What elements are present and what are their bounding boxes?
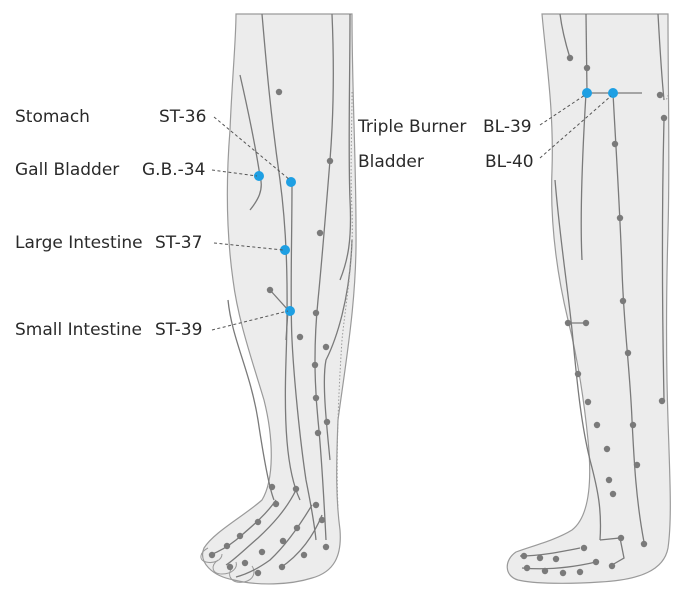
acupoint (630, 422, 636, 428)
triple-burner-label: Triple Burner (358, 117, 466, 137)
acupoint (575, 371, 581, 377)
acupoint (553, 556, 559, 562)
acupoint (297, 334, 303, 340)
acupoint (584, 65, 590, 71)
acupoint (269, 484, 275, 490)
acupoint (657, 92, 663, 98)
acupoint (319, 517, 325, 523)
acupoint (224, 543, 230, 549)
acupoint (293, 486, 299, 492)
acupoint (315, 430, 321, 436)
bl-40-label: BL-40 (485, 152, 534, 172)
acupoint (267, 287, 273, 293)
acupoint (327, 158, 333, 164)
acupoint (612, 141, 618, 147)
bl-40-point (608, 88, 618, 98)
acupoint (242, 560, 248, 566)
bl-39-label: BL-39 (483, 117, 532, 137)
acupoint (324, 419, 330, 425)
acupoint (567, 55, 573, 61)
acupoint (585, 399, 591, 405)
acupoint (301, 552, 307, 558)
acupoint (625, 350, 631, 356)
acupoint (641, 541, 647, 547)
st-39-label: ST-39 (155, 320, 202, 340)
acupoint (312, 362, 318, 368)
acupoint (659, 398, 665, 404)
acupoint (560, 570, 566, 576)
st-36-label: ST-36 (159, 107, 206, 127)
acupoint (620, 298, 626, 304)
acupoint (577, 569, 583, 575)
st-37-label: ST-37 (155, 233, 202, 253)
acupoint (661, 115, 667, 121)
acupoint (279, 564, 285, 570)
acupoint (313, 310, 319, 316)
acupoint (594, 422, 600, 428)
stomach-label: Stomach (15, 107, 90, 127)
acupoint (521, 553, 527, 559)
acupoint (604, 446, 610, 452)
gb-34-label: G.B.-34 (142, 160, 205, 180)
acupoint (617, 215, 623, 221)
acupoint (610, 491, 616, 497)
acupoint (583, 320, 589, 326)
acupoint (323, 544, 329, 550)
acupoint (273, 501, 279, 507)
gb-34-point (254, 171, 264, 181)
back-leg-silhouette (507, 14, 670, 583)
st-39-point (285, 306, 295, 316)
large-intestine-label: Large Intestine (15, 233, 143, 253)
acupoint (581, 545, 587, 551)
acupoint (255, 570, 261, 576)
acupoint (280, 538, 286, 544)
acupoint (276, 89, 282, 95)
bladder-label: Bladder (358, 152, 424, 172)
front-leg (201, 14, 356, 584)
acupoint (537, 555, 543, 561)
acupoint (227, 564, 233, 570)
gall-bladder-label: Gall Bladder (15, 160, 119, 180)
acupoint (259, 549, 265, 555)
acupoint (255, 519, 261, 525)
acupoint (313, 395, 319, 401)
acupoint (524, 565, 530, 571)
acupoint (294, 525, 300, 531)
acupoint (323, 344, 329, 350)
acupoint (237, 533, 243, 539)
acupoint (618, 535, 624, 541)
acupoint (609, 563, 615, 569)
acupoint (542, 568, 548, 574)
small-intestine-label: Small Intestine (15, 320, 142, 340)
acupoint (593, 559, 599, 565)
acupoint (606, 477, 612, 483)
acupoint (209, 552, 215, 558)
acupoint (313, 502, 319, 508)
acupoint (565, 320, 571, 326)
acupoint (317, 230, 323, 236)
back-leg (507, 14, 670, 583)
acupoint (634, 462, 640, 468)
